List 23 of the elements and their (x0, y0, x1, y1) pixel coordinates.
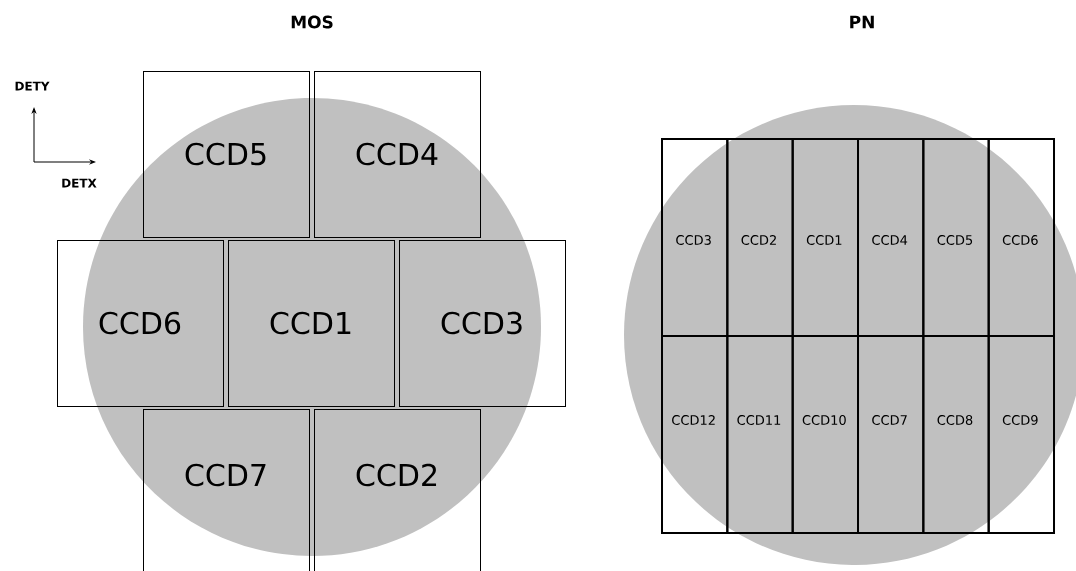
ccd-chip: CCD2 (726, 138, 794, 337)
ccd-chip: CCD3 (661, 138, 729, 337)
ccd-chip: CCD4 (857, 138, 925, 337)
ccd-chip: CCD11 (726, 335, 794, 534)
panel-title: MOS (291, 15, 333, 29)
ccd-chip: CCD1 (228, 240, 395, 407)
axis-label: DETX (62, 178, 97, 188)
ccd-chip: CCD4 (314, 71, 481, 238)
ccd-chip: CCD8 (922, 335, 990, 534)
ccd-chip: CCD1 (791, 138, 859, 337)
ccd-chip: CCD5 (143, 71, 310, 238)
ccd-chip: CCD12 (661, 335, 729, 534)
ccd-chip: CCD7 (143, 409, 310, 571)
ccd-chip: CCD6 (57, 240, 224, 407)
ccd-chip: CCD6 (987, 138, 1055, 337)
ccd-chip: CCD5 (922, 138, 990, 337)
ccd-chip: CCD9 (987, 335, 1055, 534)
ccd-chip: CCD2 (314, 409, 481, 571)
axis-label: DETY (15, 81, 50, 91)
panel-title: PN (850, 15, 874, 29)
ccd-chip: CCD3 (399, 240, 566, 407)
ccd-chip: CCD7 (857, 335, 925, 534)
ccd-chip: CCD10 (791, 335, 859, 534)
